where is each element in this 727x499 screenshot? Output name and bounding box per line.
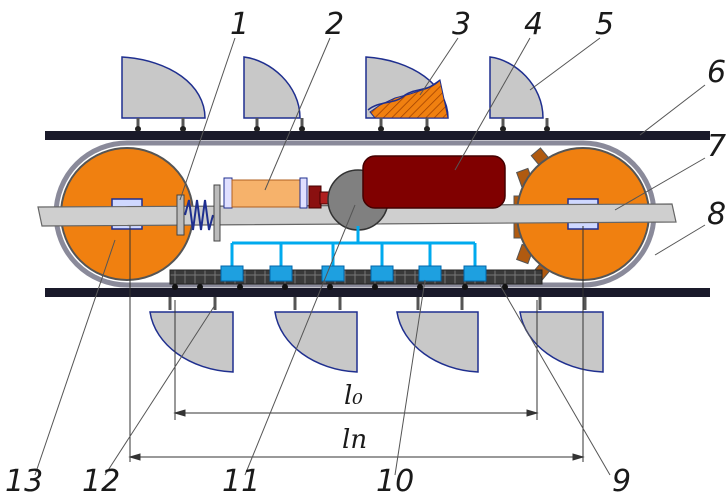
dimension-l0 xyxy=(173,300,539,420)
label-6: 6 xyxy=(707,55,726,90)
suction-cups xyxy=(220,265,487,282)
label-8: 8 xyxy=(707,197,726,232)
support-plate xyxy=(169,269,543,285)
label-10: 10 xyxy=(376,464,414,499)
motor-housing xyxy=(362,155,506,209)
label-1: 1 xyxy=(230,7,249,42)
spring-unit xyxy=(176,184,221,242)
dimension-ln xyxy=(128,226,585,462)
upper-gripper-3-sectioned xyxy=(365,56,449,132)
lower-gripper-2 xyxy=(274,297,358,373)
tank-unit xyxy=(223,177,308,209)
label-7: 7 xyxy=(707,129,726,164)
label-12: 12 xyxy=(82,464,120,499)
valve-block xyxy=(308,185,331,209)
upper-gripper-4 xyxy=(489,56,550,132)
label-4: 4 xyxy=(524,7,543,42)
label-2: 2 xyxy=(325,7,344,42)
label-3: 3 xyxy=(452,7,471,42)
label-5: 5 xyxy=(595,7,614,42)
part-numbers: 1 2 3 4 5 6 7 8 9 10 11 12 13 xyxy=(5,7,726,499)
lower-gripper-1 xyxy=(149,297,234,373)
dimension-ln-label: lп xyxy=(342,425,367,455)
leader-lines xyxy=(34,37,706,476)
label-9: 9 xyxy=(612,464,631,499)
label-11: 11 xyxy=(222,464,260,499)
upper-rail xyxy=(45,131,710,140)
roller-dots xyxy=(172,284,508,290)
dimension-l0-label: l₀ xyxy=(344,381,363,411)
upper-gripper-2 xyxy=(243,56,305,132)
upper-gripper-1 xyxy=(121,56,206,132)
pipe-manifold xyxy=(230,226,477,268)
label-13: 13 xyxy=(5,464,43,499)
lower-gripper-3 xyxy=(396,297,479,373)
lower-gripper-4 xyxy=(519,297,604,373)
lower-rail xyxy=(45,288,710,297)
